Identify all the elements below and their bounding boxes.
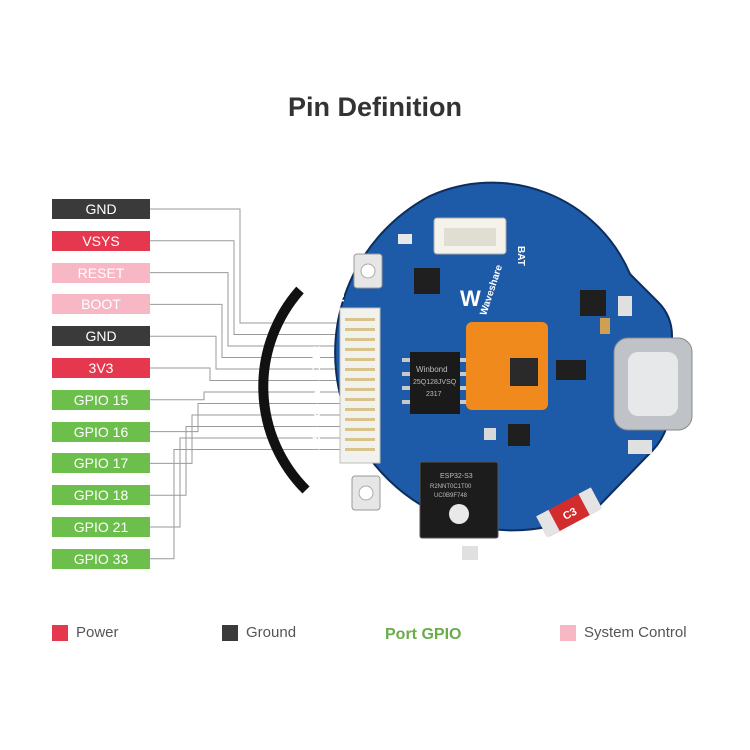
mcu-chip-line-2: R2NNT0C1T00 — [430, 484, 472, 490]
flash-chip-line-2: 25Q128JVSQ — [413, 379, 457, 386]
component-3 — [628, 440, 652, 454]
wire-2 — [150, 240, 345, 335]
pin-label-3: RESET — [52, 262, 150, 283]
imu-module — [466, 322, 548, 410]
page-title: Pin Definition — [288, 92, 462, 122]
legend-system: System Control — [560, 624, 687, 641]
legend-system-swatch — [560, 624, 576, 641]
wire-4 — [150, 303, 345, 358]
pin-label-2: VSYS — [52, 230, 150, 251]
legend-ground: Ground — [222, 624, 296, 641]
reset-silkscreen: RESET — [336, 269, 347, 302]
flash-chip-line-3: 2317 — [426, 391, 442, 398]
ic-top — [414, 268, 440, 294]
legend-power-label: Power — [76, 624, 119, 641]
component-4 — [618, 296, 632, 316]
crystal — [462, 546, 478, 560]
legend-ground-swatch — [222, 624, 238, 641]
legend-power: Power — [52, 624, 119, 641]
pin-label-6: 3V3 — [52, 358, 150, 378]
boot-silkscreen: BOOT — [336, 481, 347, 510]
wire-8 — [150, 403, 345, 433]
reset-button-cap — [360, 263, 376, 279]
espressif-logo-icon — [449, 504, 469, 524]
fpc-connector — [339, 307, 381, 464]
wire-1 — [150, 208, 345, 324]
component-1 — [398, 234, 412, 244]
mcu-chip-line-1: ESP32-S3 — [440, 473, 473, 480]
bat-silkscreen: BAT — [515, 246, 526, 266]
c3-label: C3 — [561, 506, 579, 523]
waveshare-logo-icon: W — [460, 286, 481, 311]
pin-label-12: GPIO 33 — [52, 548, 150, 569]
pin-label-10: GPIO 18 — [52, 485, 150, 506]
mcu-chip — [419, 461, 499, 539]
flash-chip-pins — [402, 358, 468, 404]
battery-connector-slot — [444, 228, 496, 246]
wire-6 — [150, 367, 345, 381]
wire-7 — [150, 391, 345, 401]
flash-chip-line-1: Winbond — [416, 365, 448, 374]
wire-3 — [150, 272, 345, 347]
pin-label-9: GPIO 17 — [52, 453, 150, 474]
legend-power-swatch — [52, 624, 68, 641]
pin-label-11: GPIO 21 — [52, 517, 150, 537]
fpc-contacts — [345, 318, 375, 451]
lcd-edge — [258, 286, 310, 494]
c3-capacitor: C3 — [536, 487, 603, 538]
boot-button-cap — [358, 485, 374, 501]
pin-label-5: GND — [52, 326, 150, 347]
pin-label-8: GPIO 16 — [52, 421, 150, 442]
component-5 — [484, 428, 496, 440]
flash-chip — [410, 352, 460, 414]
ic-small-2 — [556, 360, 586, 380]
ic-right — [580, 290, 606, 316]
mcu-chip-line-3: UC0B9F748 — [434, 493, 468, 499]
pin-label-1: GND — [52, 199, 150, 219]
ic-small — [508, 424, 530, 446]
board-silkscreen: ESP32-S3-Touch-LCD-1.28 — [311, 339, 323, 478]
usb-c-port-inner — [628, 352, 678, 416]
legend-ground-label: Ground — [246, 624, 297, 641]
legend-gpio: Port GPIO — [385, 626, 462, 643]
pin-label-7: GPIO 15 — [52, 389, 150, 410]
wire-12 — [150, 449, 345, 560]
legend-system-label: System Control — [584, 624, 687, 641]
wire-5 — [150, 335, 345, 370]
imu-chip — [510, 358, 538, 386]
component-2 — [600, 318, 610, 334]
pin-label-4: BOOT — [52, 294, 150, 315]
wire-11 — [150, 437, 345, 528]
